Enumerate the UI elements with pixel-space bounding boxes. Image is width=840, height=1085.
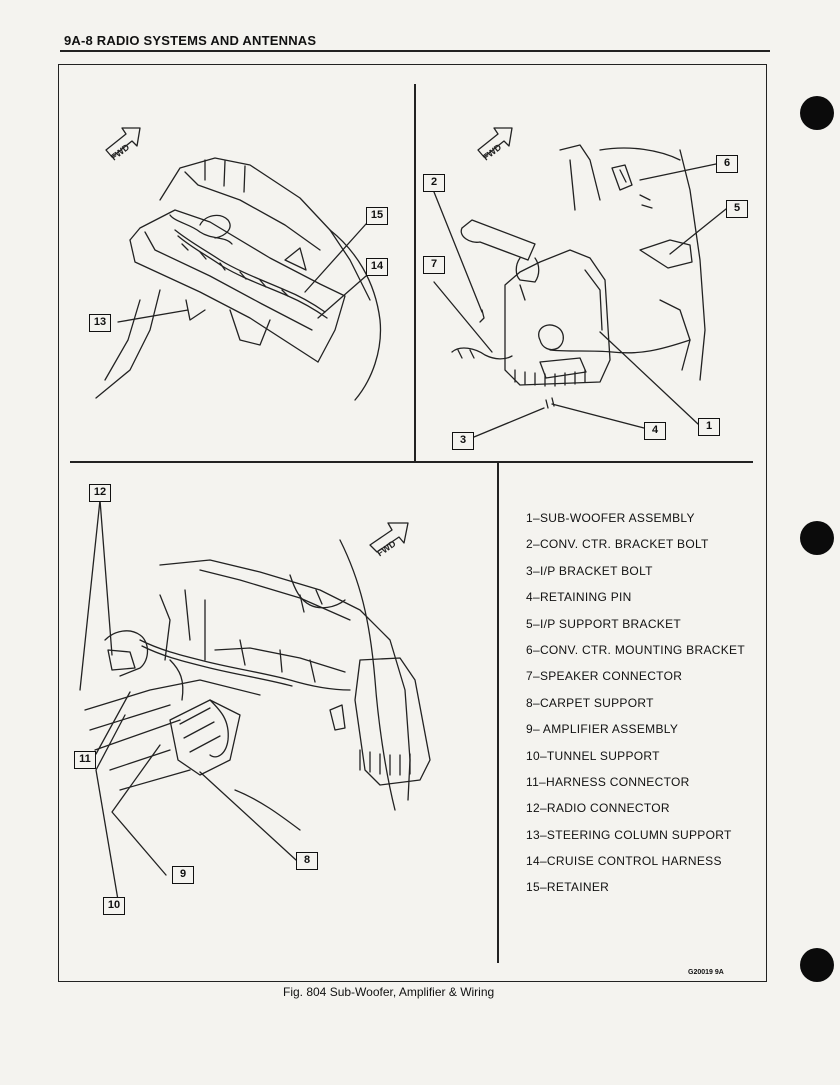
fwd-label-c: FWD [375, 538, 398, 558]
callout-5: 5 [726, 200, 748, 218]
callout-4: 4 [644, 422, 666, 440]
callout-12: 12 [89, 484, 111, 502]
legend-item: 15–RETAINER [526, 880, 610, 895]
panel-c-drawing: FWD [84, 522, 431, 831]
figure-caption: Fig. 804 Sub-Woofer, Amplifier & Wiring [283, 985, 495, 999]
callout-10: 10 [103, 897, 125, 915]
callout-13: 13 [89, 314, 111, 332]
legend-item: 8–CARPET SUPPORT [526, 695, 654, 710]
callout-15: 15 [366, 207, 388, 225]
panel-a-leaders [117, 223, 367, 323]
legend-item: 6–CONV. CTR. MOUNTING BRACKET [526, 642, 745, 657]
legend-item: 1–SUB-WOOFER ASSEMBLY [526, 511, 695, 525]
callout-7: 7 [423, 256, 445, 274]
callout-14: 14 [366, 258, 388, 276]
callout-2: 2 [423, 174, 445, 192]
figure-frame [58, 64, 767, 982]
page-header: 9A-8 RADIO SYSTEMS AND ANTENNAS [64, 33, 317, 48]
legend-item: 11–HARNESS CONNECTOR [526, 774, 690, 789]
panel-divider-vertical-bottom [497, 463, 499, 963]
legend-item: 13–STEERING COLUMN SUPPORT [526, 827, 732, 842]
parts-legend: 1–SUB-WOOFER ASSEMBLY 2–CONV. CTR. BRACK… [526, 510, 745, 906]
callout-6: 6 [716, 155, 738, 173]
punch-hole-middle [800, 521, 834, 555]
legend-item: 5–I/P SUPPORT BRACKET [526, 616, 682, 631]
legend-item: 4–RETAINING PIN [526, 590, 632, 605]
panel-a-drawing: FWD [95, 127, 382, 401]
panel-b-drawing: FWD [451, 127, 706, 409]
legend-item: 9– AMPLIFIER ASSEMBLY [526, 722, 679, 737]
panel-b-leaders [433, 163, 727, 438]
callout-8: 8 [296, 852, 318, 870]
callout-1: 1 [698, 418, 720, 436]
punch-hole-bottom [800, 948, 834, 982]
fwd-arrow-c: FWD [369, 522, 409, 558]
legend-item: 2–CONV. CTR. BRACKET BOLT [526, 537, 709, 552]
legend-item: 7–SPEAKER CONNECTOR [526, 669, 683, 684]
header-rule [60, 50, 770, 52]
panel-divider-vertical-top [414, 84, 416, 462]
callout-9: 9 [172, 866, 194, 884]
panel-c-leaders [79, 499, 297, 901]
legend-item: 3–I/P BRACKET BOLT [526, 563, 653, 578]
legend-item: 14–CRUISE CONTROL HARNESS [526, 854, 722, 869]
legend-item: 10–TUNNEL SUPPORT [526, 748, 660, 763]
figure-code: G20019 9A [688, 969, 724, 976]
fwd-arrow-b: FWD [477, 127, 513, 162]
punch-hole-top [800, 96, 834, 130]
panel-divider-horizontal [70, 461, 753, 463]
callout-11: 11 [74, 751, 96, 769]
fwd-arrow-a: FWD [105, 127, 141, 162]
callout-3: 3 [452, 432, 474, 450]
legend-item: 12–RADIO CONNECTOR [526, 801, 670, 816]
